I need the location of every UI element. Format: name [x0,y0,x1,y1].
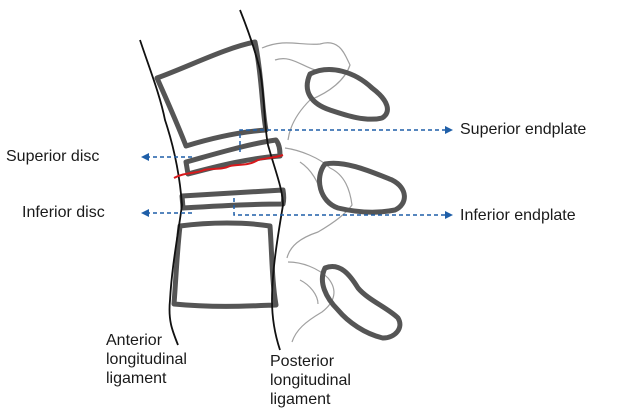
upper-posterior-process-inner [275,59,315,70]
anterior-ligament-line-3: ligament [106,369,187,388]
lower-spinous-process [322,266,400,338]
middle-spinous-process [319,163,404,212]
middle-vertebral-body [182,190,284,208]
upper-spinous-process [307,70,387,120]
superior-disc-label: Superior disc [6,147,99,166]
lower-vertebral-body [174,223,276,306]
vertebral-bodies [157,42,284,306]
posterior-ligament-line-1: Posterior [270,352,351,371]
posterior-longitudinal-ligament-label: Posterior longitudinal ligament [270,352,351,409]
anterior-ligament-line-2: longitudinal [106,350,187,369]
posterior-ligament-line-2: longitudinal [270,371,351,390]
middle-vertebral-body-top [186,140,280,174]
lower-posterior-process [288,262,334,342]
inferior-disc-label: Inferior disc [22,203,105,222]
lower-posterior-process-inner [300,280,318,304]
anterior-ligament-line-1: Anterior [106,331,187,350]
spinous-processes [307,70,404,338]
superior-endplate-label: Superior endplate [460,120,586,139]
anterior-longitudinal-ligament-label: Anterior longitudinal ligament [106,331,187,388]
inferior-endplate-label: Inferior endplate [460,206,576,225]
posterior-ligament-line-3: ligament [270,390,351,409]
